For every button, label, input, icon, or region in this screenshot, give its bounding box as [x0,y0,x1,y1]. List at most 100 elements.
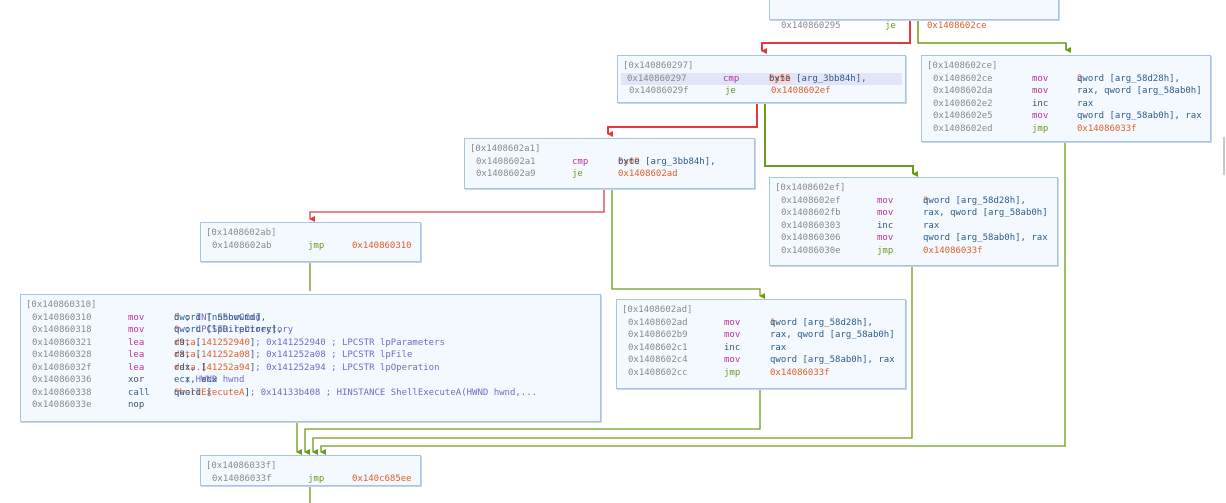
jump-target-link[interactable]: 0x14086033f [1077,123,1137,134]
instruction-address[interactable]: 0x1408602e2 [933,98,993,109]
jump-target-link[interactable]: 0x1408602ef [771,86,831,96]
instruction-address[interactable]: 0x14086033f [212,473,272,484]
operand-value: data.141252940 [174,337,250,348]
instruction-address[interactable]: 0x140860303 [781,220,841,231]
instruction-address[interactable]: 0x1408602b9 [628,330,688,340]
instruction-address[interactable]: 0x14086032f [32,362,92,373]
operand-value: 0x55 [769,73,791,84]
instruction-address[interactable]: 0x1408602a9 [476,169,536,179]
instruction-address[interactable]: 0x1408602cc [628,367,688,378]
operand-text: qword [arg_58ab0h], rax [923,233,1048,243]
instruction-address[interactable]: 0x140860295 [781,20,841,31]
block-0x140860295[interactable]: 0x140860295 je 0x1408602ce [769,0,1059,31]
instruction-row[interactable]: 0x1408602b9 mov rax, qword [arg_58ab0h] [622,329,900,342]
instruction-address[interactable]: 0x140860310 [32,312,92,323]
instruction-operands: 0x140c685ee [352,473,412,486]
scrollbar-edge[interactable] [1223,137,1225,175]
instruction-address[interactable]: 0x14086033e [32,400,92,410]
operand-text: rax, qword [arg_58ab0h] [770,330,895,340]
instruction-address[interactable]: 0x14086029f [629,86,689,96]
instruction-address[interactable]: 0x140860297 [627,73,687,84]
instruction-operands: 0x1408602ad [618,168,678,181]
jump-target-link[interactable]: 0x1408602ad [618,169,678,179]
operand-value: 3 [923,195,929,206]
block-label: [0x1408602ab] [206,228,277,238]
instruction-address[interactable]: 0x1408602ed [933,123,993,134]
instruction-mnemonic: jmp [308,473,325,484]
instruction-address[interactable]: 0x1408602ef [781,195,841,206]
instruction-comment: ; 0x141252a08 ; LPCSTR lpFile [249,350,413,360]
instruction-address[interactable]: 0x1408602c4 [628,355,688,365]
jump-target-link[interactable]: 0x1408602ce [927,20,987,31]
instruction-address[interactable]: 0x140860336 [32,375,92,385]
instruction-address[interactable]: 0x140860318 [32,325,92,335]
instruction-address[interactable]: 0x14086030e [781,245,841,256]
operand-value: 0x69 [618,156,640,167]
jump-target-link[interactable]: 0x14086033f [923,245,983,256]
instruction-operands: qword [arg_58d28h], 3 [923,195,1026,208]
instruction-address[interactable]: 0x1408602ad [628,317,688,328]
operand-text: rdx, [ [174,362,207,373]
instruction-address[interactable]: 0x1408602ce [933,73,993,84]
instruction-row[interactable]: 0x14086033f jmp 0x140c685ee [206,473,415,486]
edge-false-b297-b2a1 [607,103,758,137]
instruction-address[interactable]: 0x140860321 [32,337,92,348]
instruction-address[interactable]: 0x1408602fb [781,208,841,218]
instruction-address[interactable]: 0x140860306 [781,233,841,243]
instruction-address[interactable]: 0x140860338 [32,387,92,398]
instruction-mnemonic: mov [1032,73,1049,84]
edge-false-b2a1-b2ab [309,189,605,222]
instruction-address[interactable]: 0x1408602da [933,86,993,96]
jump-target-link[interactable]: 0x140860310 [352,240,412,251]
instruction-mnemonic: cmp [723,73,740,84]
instruction-address[interactable]: 0x1408602ab [212,240,272,251]
instruction-mnemonic: inc [877,220,894,231]
operand-value: data.141252a94 [174,362,250,373]
instruction-address[interactable]: 0x1408602c1 [628,342,688,353]
jump-target-link[interactable]: 0x140c685ee [352,473,412,484]
instruction-address[interactable]: 0x140860328 [32,350,92,360]
instruction-address[interactable]: 0x1408602e5 [933,111,993,121]
instruction-mnemonic: mov [724,330,741,340]
instruction-mnemonic: je [885,20,896,31]
instruction-operands: 0x14086033f [770,367,830,380]
instruction-address[interactable]: 0x1408602a1 [476,156,536,167]
instruction-row[interactable]: 0x140860295 je 0x1408602ce [775,20,1053,33]
jump-target-link[interactable]: 0x14086033f [770,367,830,378]
